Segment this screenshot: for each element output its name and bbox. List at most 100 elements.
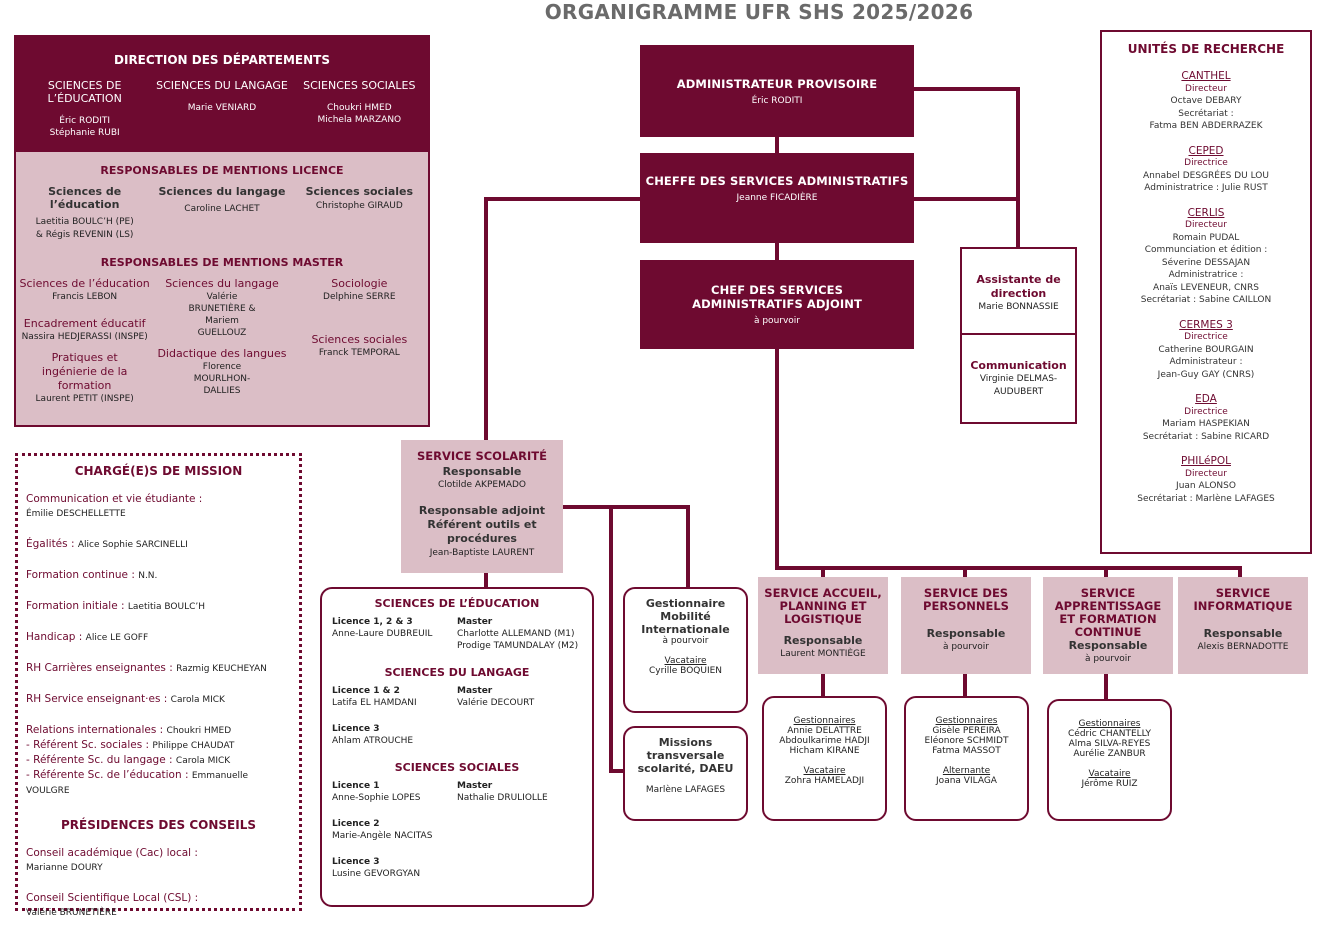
mission-item: Communication et vie étudiante :Émilie D… xyxy=(26,493,203,519)
licence-item: Sciences du langage Caroline LACHET xyxy=(158,185,286,214)
licence-item: Sciences de l’éducation Laetitia BOULC’H… xyxy=(35,185,134,240)
research-unit-line: Directeur xyxy=(1185,83,1227,94)
scolarite-person: Nathalie DRULIOLLE xyxy=(457,793,548,803)
connector xyxy=(686,505,690,588)
scolarite-cell: Licence 1 Anne-Sophie LOPES xyxy=(332,780,457,804)
scolarite-section: SCIENCES SOCIALES Licence 1 Anne-Sophie LO… xyxy=(332,761,582,880)
presidence-item: Conseil Scientifique Local (CSL) :Valéri… xyxy=(26,892,199,918)
team-group-label: Vacataire xyxy=(1088,769,1131,779)
team-group-label: Gestionnaires xyxy=(935,716,998,726)
connector xyxy=(963,673,967,697)
scolarite-person: Marie-Angèle NACITAS xyxy=(332,831,433,841)
charges-mission-panel: CHARGÉ(E)S DE MISSION Communication et v… xyxy=(15,453,302,918)
direction-title: DIRECTION DES DÉPARTEMENTS xyxy=(114,53,330,67)
admin-provisoire-box: ADMINISTRATEUR PROVISOIRE Éric RODITI xyxy=(640,45,914,137)
connector xyxy=(562,505,690,509)
team-person: Joana VILAGA xyxy=(936,776,997,786)
department-langage: SCIENCES DU LANGAGE Marie VENIARD xyxy=(156,79,288,113)
research-unit-line: Séverine DESSAJAN xyxy=(1161,257,1251,268)
mission-item: - Référente Sc. de l’éducation : Emmanue… xyxy=(26,769,249,796)
scolarite-person: Latifa EL HAMDANI xyxy=(332,698,417,708)
connector xyxy=(484,197,641,201)
research-unit-name: CEPED xyxy=(1188,144,1224,157)
research-unit-line: Directeur xyxy=(1185,220,1227,230)
connector xyxy=(913,87,1020,91)
research-unit-line: Secrétariat : xyxy=(1178,108,1234,119)
scolarite-person: Charlotte ALLEMAND (M1) xyxy=(457,629,575,639)
service-accueil-box: SERVICE ACCUEIL, PLANNING ET LOGISTIQUE … xyxy=(758,577,888,674)
team-person: Fatma MASSOT xyxy=(932,746,1001,756)
team-person: Eléonore SCHMIDT xyxy=(924,736,1009,746)
connector xyxy=(821,673,825,697)
research-unit-line: Romain PUDAL xyxy=(1172,232,1240,243)
team-group-label: Alternante xyxy=(942,766,991,776)
assistante-box: Assistante de direction Marie BONNASSIE xyxy=(960,247,1077,335)
connector xyxy=(1016,87,1020,247)
research-unit-line: Mariam HASPEKIAN xyxy=(1162,419,1250,429)
cheffe-services-box: CHEFFE DES SERVICES ADMINISTRATIFS Jeann… xyxy=(640,153,914,243)
scolarite-person: Valérie DECOURT xyxy=(457,698,535,708)
scolarite-cell-label: Licence 1 xyxy=(332,781,380,791)
connector xyxy=(1104,673,1108,700)
team-person: Jérôme RUIZ xyxy=(1081,779,1138,789)
scolarite-person: Anne-Laure DUBREUIL xyxy=(332,629,433,639)
research-unit-line: Annabel DESGRÉES DU LOU xyxy=(1143,170,1269,181)
research-unit-name: EDA xyxy=(1195,393,1217,405)
team-group-label: Gestionnaires xyxy=(793,716,856,726)
connector xyxy=(1104,566,1108,578)
scolarite-person: Anne-Sophie LOPES xyxy=(332,793,421,803)
research-unit-line: Administratrice : xyxy=(1168,270,1244,280)
research-unit-line: Communciation et édition : xyxy=(1144,245,1268,255)
scolarite-section-title: SCIENCES SOCIALES xyxy=(394,761,520,774)
research-unit-line: Catherine BOURGAIN xyxy=(1158,344,1254,355)
research-unit-line: Fatma BEN ABDERRAZEK xyxy=(1149,121,1263,131)
service-apprentissage-box: SERVICE APPRENTISSAGE ET FORMATION CONTI… xyxy=(1043,577,1173,674)
team-person: Abdoulkarime HADJI xyxy=(779,736,870,746)
research-unit-line: Octave DEBARY xyxy=(1170,96,1242,106)
charges-mission-title: CHARGÉ(E)S DE MISSION xyxy=(74,464,243,478)
mission-item: - Référent Sc. sociales : Philippe CHAUD… xyxy=(26,739,235,751)
scolarite-cell-label: Master xyxy=(457,686,493,696)
research-unit-line: Administratrice : Julie RUST xyxy=(1144,183,1268,193)
presidences-title: PRÉSIDENCES DES CONSEILS xyxy=(61,818,256,832)
team-person: Zohra HAMELADJI xyxy=(784,776,865,786)
licence-item: Sciences sociales Christophe GIRAUD xyxy=(305,185,414,211)
research-unit-line: Directeur xyxy=(1185,468,1227,479)
connector xyxy=(775,242,779,260)
mission-item: Relations internationales : Choukri HMED xyxy=(26,724,232,736)
scolarite-cell-label: Master xyxy=(457,617,493,627)
team-person: Alma SILVA-REYES xyxy=(1068,739,1151,749)
scolarite-cell-label: Licence 2 xyxy=(332,819,380,829)
team-person: Annie DELATTRE xyxy=(787,726,862,736)
service-scolarite-box: SERVICE SCOLARITÉ Responsable Clotilde A… xyxy=(401,440,563,573)
connector xyxy=(821,566,825,578)
scolarite-cell: Licence 2 Marie-Angèle NACITAS xyxy=(332,818,457,842)
connector xyxy=(484,197,488,441)
mission-item: Égalités : Alice Sophie SARCINELLI xyxy=(26,538,188,550)
research-unit-line: Directrice xyxy=(1184,158,1228,168)
research-unit-line: Jean-Guy GAY (CNRS) xyxy=(1157,369,1255,380)
licence-heading: RESPONSABLES DE MENTIONS LICENCE xyxy=(100,164,344,177)
research-unit-line: Directrice xyxy=(1184,406,1228,417)
research-unit-line: Administrateur : xyxy=(1169,357,1243,367)
